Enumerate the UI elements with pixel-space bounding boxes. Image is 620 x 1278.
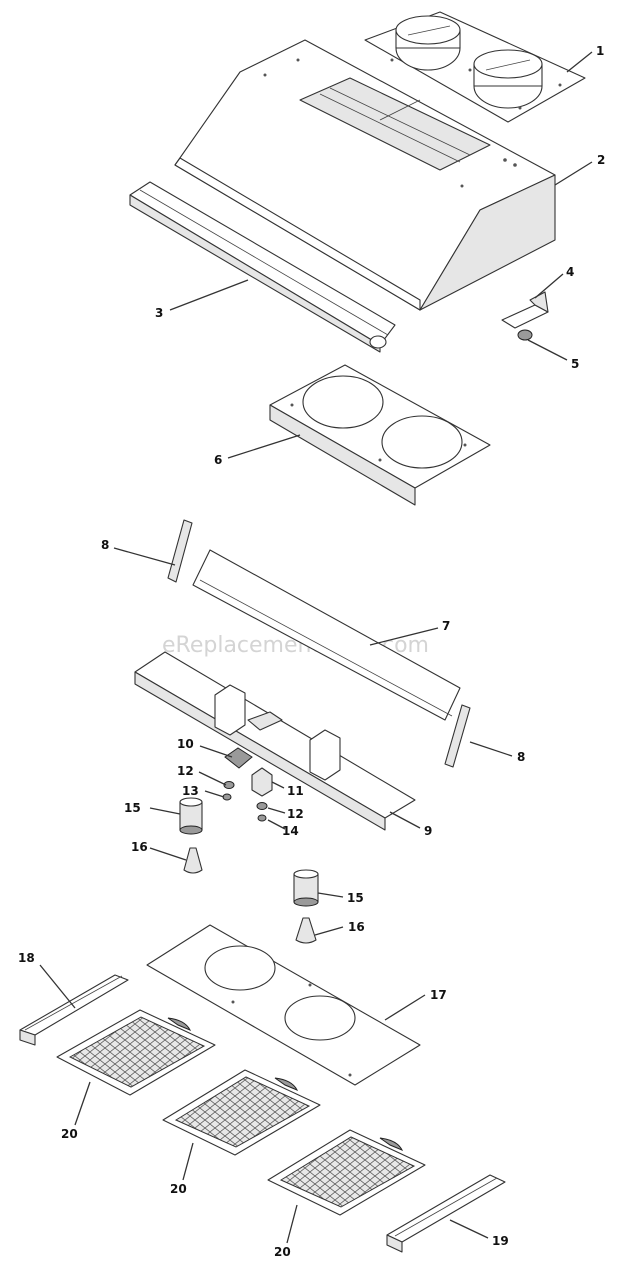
callout-12a: 12	[177, 764, 194, 778]
callout-20a: 20	[61, 1127, 78, 1141]
callout-17: 17	[430, 988, 447, 1002]
part-18-filter-rail	[19, 974, 129, 1046]
part-12a-fastener	[223, 781, 235, 789]
part-12b-fastener	[256, 802, 268, 810]
callout-6: 6	[214, 453, 222, 467]
callout-7: 7	[442, 619, 450, 633]
part-7-panel	[192, 549, 461, 721]
callout-19: 19	[492, 1234, 509, 1248]
callout-13: 13	[182, 784, 199, 798]
callout-8b: 8	[517, 750, 525, 764]
part-19-filter-rail	[386, 1174, 506, 1253]
part-10-switch	[224, 747, 253, 769]
callout-5: 5	[571, 357, 579, 371]
callout-12b: 12	[287, 807, 304, 821]
part-1-duct-adapter	[364, 11, 586, 123]
leader-lines	[39, 51, 593, 1244]
callout-10: 10	[177, 737, 194, 751]
callout-20c: 20	[274, 1245, 291, 1259]
part-8b-strip	[444, 704, 471, 768]
callout-18: 18	[18, 951, 35, 965]
part-20b-filter	[162, 1069, 321, 1156]
part-13-fastener	[222, 793, 232, 801]
callout-15a: 15	[124, 801, 141, 815]
part-9-chassis	[134, 651, 416, 831]
part-16b-bulb	[295, 917, 317, 944]
part-5-nut	[517, 329, 533, 341]
callout-8a: 8	[101, 538, 109, 552]
callout-15b: 15	[347, 891, 364, 905]
callout-1: 1	[596, 44, 604, 58]
part-15a-lamp-socket	[179, 797, 203, 835]
part-6-blower-plate	[269, 364, 491, 506]
part-16a-bulb	[183, 847, 203, 874]
part-20a-filter	[56, 1009, 216, 1096]
part-15b-lamp-socket	[293, 869, 319, 907]
part-2-hood-body	[174, 39, 556, 311]
callout-16a: 16	[131, 840, 148, 854]
callout-11: 11	[287, 784, 304, 798]
callout-16b: 16	[348, 920, 365, 934]
part-17-bottom-plate	[146, 924, 421, 1086]
callout-2: 2	[597, 153, 605, 167]
callout-3: 3	[155, 306, 163, 320]
callout-4: 4	[566, 265, 574, 279]
callout-9: 9	[424, 824, 432, 838]
callout-14: 14	[282, 824, 299, 838]
callout-labels: 1 2 3 4 5 6 8 7 8 10 11 12 13 12 14 9 15…	[18, 44, 605, 1259]
part-8a-strip	[167, 519, 193, 583]
part-4-bracket	[501, 291, 549, 329]
part-3-front-rail	[129, 181, 396, 353]
part-20c-filter	[267, 1129, 426, 1216]
part-14-fastener	[257, 814, 267, 822]
part-11-switch	[251, 767, 273, 797]
callout-20b: 20	[170, 1182, 187, 1196]
